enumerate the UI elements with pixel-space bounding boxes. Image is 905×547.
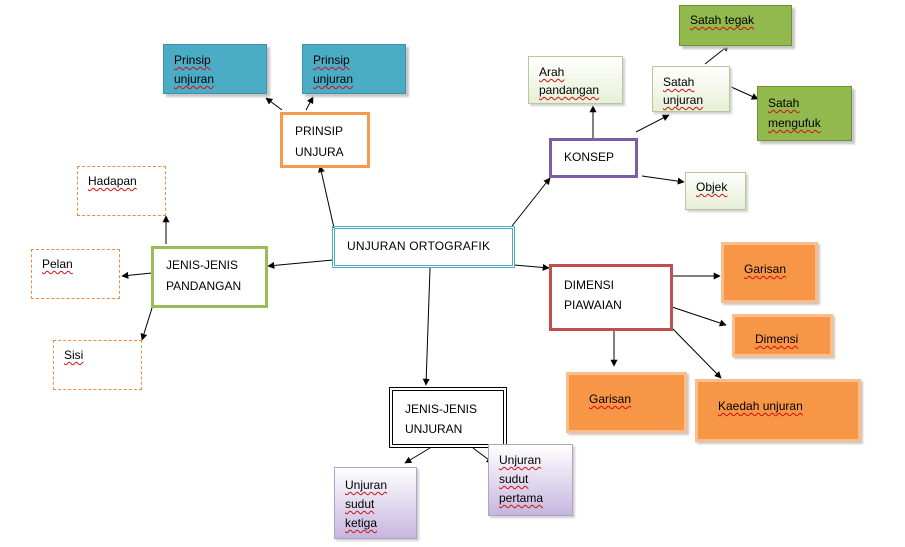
node-jenis-pandangan-line-2: PANDANGAN (166, 279, 242, 293)
leaf-satah-unjuran: Satah unjuran (652, 66, 730, 112)
leaf-sudut-pertama-line-1: Unjuran (499, 453, 542, 467)
arrow-pandangan-to-pelan (121, 271, 153, 279)
leaf-kaedah-unjuran-label: Kaedah unjuran (718, 399, 803, 413)
node-jenis-pandangan: JENIS-JENIS PANDANGAN (151, 246, 268, 308)
arrow-center-to-konsep (511, 177, 551, 227)
arrow-satah-to-mengufuk (728, 85, 759, 100)
leaf-prinsip-unjuran-right-line-1: Prinsip (313, 53, 350, 67)
leaf-satah-tegak: Satah tegak (679, 5, 792, 46)
leaf-objek: Objek (685, 172, 746, 210)
node-prinsip-unjura-line-2: UNJURA (295, 145, 344, 159)
arrow-center-to-unjuran (422, 267, 431, 386)
leaf-prinsip-unjuran-left-line-1: Prinsip (174, 53, 211, 67)
arrow-center-to-dimensi (513, 263, 550, 271)
leaf-sudut-pertama-line-3: pertama (499, 491, 544, 505)
node-jenis-unjuran-line-1: JENIS-JENIS (405, 402, 478, 416)
leaf-dimensi: Dimensi (732, 314, 833, 357)
arrow-konsep-to-satah (635, 114, 670, 133)
leaf-arah-pandangan-line-1: Arah (539, 65, 565, 79)
leaf-prinsip-unjuran-right-line-2: unjuran (313, 72, 354, 86)
arrow-satah-to-tegak (704, 44, 730, 65)
leaf-garisan-top-label: Garisan (744, 262, 787, 276)
leaf-sudut-pertama: Unjuran sudut pertama (488, 444, 573, 516)
leaf-prinsip-unjuran-left-line-2: unjuran (174, 72, 215, 86)
arrow-pandangan-to-sisi (140, 307, 153, 341)
node-jenis-pandangan-line-1: JENIS-JENIS (166, 258, 239, 272)
leaf-sudut-ketiga-line-1: Unjuran (345, 478, 388, 492)
node-prinsip-unjura: PRINSIP UNJURA (280, 112, 370, 168)
arrow-unjuran-to-ketiga (404, 447, 431, 464)
leaf-garisan-top: Garisan (721, 242, 818, 303)
leaf-arah-pandangan-line-2: pandangan (539, 83, 600, 97)
central-topic-label: UNJURAN ORTOGRAFIK (347, 239, 491, 253)
leaf-kaedah-unjuran: Kaedah unjuran (695, 379, 861, 442)
leaf-pelan: Pelan (31, 249, 120, 299)
node-dimensi-piawaian-line-2: PIAWAIAN (564, 298, 622, 312)
node-jenis-unjuran-line-2: UNJURAN (405, 422, 463, 436)
node-jenis-unjuran: JENIS-JENIS UNJURAN (389, 387, 507, 448)
leaf-prinsip-unjuran-left: Prinsip unjuran (163, 44, 267, 94)
arrow-prinsip-to-left (265, 97, 283, 111)
leaf-arah-pandangan: Arah pandangan (528, 56, 623, 104)
leaf-sudut-ketiga-line-2: sudut (345, 497, 375, 511)
arrow-konsep-to-objek (641, 175, 685, 185)
central-topic: UNJURAN ORTOGRAFIK (332, 226, 515, 268)
leaf-satah-mengufuk-line-2: mengufuk (768, 116, 821, 130)
leaf-dimensi-label: Dimensi (755, 332, 799, 346)
leaf-satah-unjuran-line-2: unjuran (663, 93, 704, 107)
arrow-dimensi-to-kaedah (671, 327, 722, 379)
node-dimensi-piawaian: DIMENSI PIAWAIAN (549, 264, 673, 331)
leaf-satah-mengufuk-line-1: Satah (768, 96, 800, 110)
arrow-center-to-pandangan (267, 259, 334, 269)
leaf-pelan-label: Pelan (42, 257, 73, 271)
node-dimensi-piawaian-line-1: DIMENSI (564, 278, 615, 292)
leaf-sudut-ketiga-line-3: ketiga (345, 516, 378, 530)
arrow-prinsip-to-right (305, 96, 314, 111)
node-prinsip-unjura-line-1: PRINSIP (295, 124, 344, 138)
node-konsep-label: KONSEP (564, 150, 615, 164)
leaf-garisan-bottom-label: Garisan (589, 392, 632, 406)
leaf-sisi-label: Sisi (64, 348, 84, 362)
arrow-dimensi-to-dimensi (671, 306, 727, 327)
leaf-garisan-bottom: Garisan (566, 372, 687, 433)
leaf-satah-unjuran-line-1: Satah (663, 75, 695, 89)
leaf-hadapan-label: Hadapan (88, 174, 137, 188)
leaf-hadapan: Hadapan (77, 166, 166, 216)
node-konsep: KONSEP (549, 138, 638, 178)
leaf-sudut-ketiga: Unjuran sudut ketiga (334, 467, 417, 539)
leaf-sudut-pertama-line-2: sudut (499, 472, 529, 486)
arrow-center-to-prinsip (317, 165, 335, 229)
leaf-sisi: Sisi (53, 340, 142, 390)
leaf-prinsip-unjuran-right: Prinsip unjuran (302, 44, 406, 94)
leaf-satah-mengufuk: Satah mengufuk (757, 86, 852, 141)
leaf-satah-tegak-label: Satah tegak (690, 13, 755, 27)
leaf-objek-label: Objek (696, 180, 728, 194)
